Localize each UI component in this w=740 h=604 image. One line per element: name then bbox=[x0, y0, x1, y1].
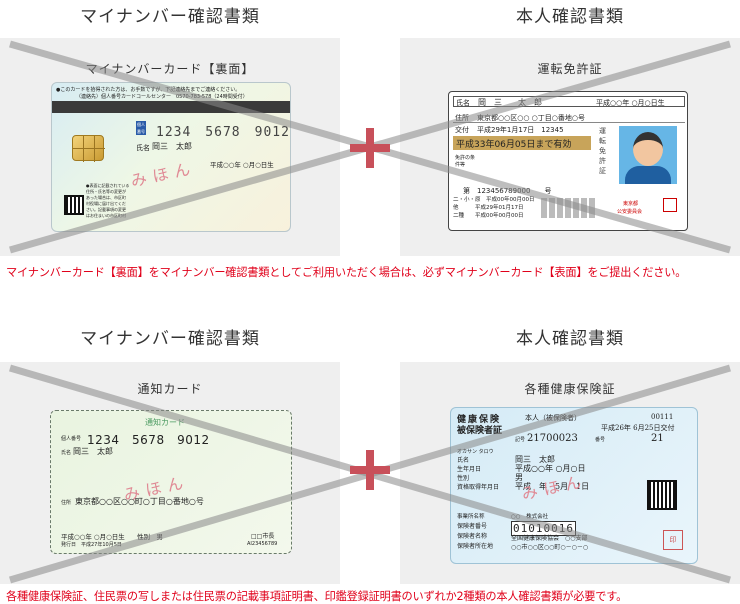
license-authority-1: 東京都 bbox=[623, 201, 639, 207]
card-back-text: ●表面に記載されている 住所・氏名等の変更が あった場合は、市区町 村役場に届け… bbox=[86, 183, 130, 218]
section1-note: マイナンバーカード【裏面】をマイナンバー確認書類としてご利用いただく場合は、必ず… bbox=[6, 266, 687, 279]
ins-qr-code-icon bbox=[647, 480, 677, 510]
name-label: 氏名 bbox=[136, 144, 150, 152]
license-issue-label: 交付 bbox=[455, 126, 469, 134]
section1-right-heading: 本人確認書類 bbox=[516, 7, 624, 27]
license-boxes bbox=[541, 198, 597, 218]
ins-number: 21 bbox=[651, 433, 664, 444]
qr-code-icon bbox=[64, 195, 84, 215]
ins-number-label: 番号 bbox=[595, 437, 606, 443]
notif-address: 東京都○○区○○町○丁目○番地○号 bbox=[75, 497, 204, 506]
mihon-watermark: みほん bbox=[129, 158, 198, 191]
license-name-row: 氏名 岡 三 太 郎 平成○○年 ○月○日生 bbox=[453, 96, 685, 107]
ins-insurer-addr: ○○市○○区○○町○－○－○ bbox=[511, 544, 589, 551]
seal-stamp-icon bbox=[663, 198, 677, 212]
section1-plus-icon bbox=[350, 128, 390, 168]
ins-symbol: 21700023 bbox=[527, 433, 578, 444]
license-photo bbox=[619, 126, 677, 184]
license-number: 123456789000 号 bbox=[477, 187, 552, 195]
kojin-label-badge: 個人番号 bbox=[136, 121, 146, 135]
section2-right-heading: 本人確認書類 bbox=[516, 329, 624, 349]
card-notice-2: （連絡先）個人番号カードコールセンター 0570-783-578（24時間受付） bbox=[76, 94, 248, 100]
notification-card: 通知カード 個人番号 1234 5678 9012 氏名 岡三 太郎 みほん 住… bbox=[50, 410, 292, 554]
license-authority-2: 公安委員会 bbox=[617, 209, 643, 215]
ins-employer: ○○ 株式会社 bbox=[511, 514, 549, 520]
card-dob: 平成○○年 ○月○日生 bbox=[210, 161, 274, 169]
license-number-prefix: 第 bbox=[463, 187, 470, 195]
license-expiry: 平成33年06月05日まで有効 bbox=[456, 140, 572, 150]
notif-serial: AI23456789 bbox=[247, 541, 278, 547]
license-expiry-band: 平成33年06月05日まで有効 bbox=[453, 136, 591, 150]
license-issue: 平成29年1月17日 12345 bbox=[477, 126, 564, 134]
face-icon bbox=[633, 132, 663, 166]
insurance-card-panel: 各種健康保険証 健康保険 被保険者証 本人（被保険者） 00111 平成26年 … bbox=[400, 362, 740, 584]
ins-employer-label: 事業所名称 bbox=[457, 514, 485, 520]
insurance-card-title: 各種健康保険証 bbox=[524, 382, 616, 396]
notif-address-label: 住所 bbox=[61, 500, 72, 506]
notification-card-panel: 通知カード 通知カード 個人番号 1234 5678 9012 氏名 岡三 太郎… bbox=[0, 362, 340, 584]
license-address-label: 住所 bbox=[455, 114, 469, 122]
license-name: 岡 三 太 郎 bbox=[478, 98, 542, 107]
ins-field-labels: 氏名 生年月日 性別 資格取得年月日 bbox=[457, 457, 500, 491]
license-address: 東京都○○区○○ ○丁目○番地○号 bbox=[477, 114, 585, 122]
section1-left-heading: マイナンバー確認書類 bbox=[80, 7, 260, 27]
notif-name-label: 氏名 bbox=[61, 450, 72, 456]
drivers-license: 氏名 岡 三 太 郎 平成○○年 ○月○日生 住所 東京都○○区○○ ○丁目○番… bbox=[448, 91, 688, 231]
section2-note: 各種健康保険証、住民票の写しまたは住民票の記載事項証明書、印鑑登録証明書のいずれ… bbox=[6, 590, 628, 603]
ins-insurer-name: 全国健康保険協会 ○○支部 bbox=[511, 535, 588, 542]
card-notice-1: ●このカードを拾得された方は、お手数ですが、下記連絡先までご連絡ください。 bbox=[56, 87, 241, 93]
notification-card-title: 通知カード bbox=[137, 382, 203, 396]
mynumber-card-panel: マイナンバーカード【裏面】 ●このカードを拾得された方は、お手数ですが、下記連絡… bbox=[0, 38, 340, 256]
license-panel: 運転免許証 氏名 岡 三 太 郎 平成○○年 ○月○日生 住所 東京都○○区○○… bbox=[400, 38, 740, 256]
ins-office-no: 00111 bbox=[651, 413, 674, 421]
notif-issuer: □□市長 bbox=[251, 533, 275, 540]
notif-kojin-label: 個人番号 bbox=[61, 436, 82, 442]
notification-card-header: 通知カード bbox=[145, 418, 185, 427]
section2-plus-icon bbox=[350, 450, 390, 490]
ins-holder: 本人（被保険者） bbox=[525, 414, 581, 422]
magnetic-strip bbox=[52, 101, 290, 113]
ins-kana: オカサン タロウ bbox=[457, 449, 494, 455]
shirt-icon bbox=[625, 166, 671, 184]
license-vertical-label: 運転免許証 bbox=[599, 127, 606, 175]
notif-name: 岡三 太郎 bbox=[73, 447, 113, 456]
notif-dob: 平成○○年 ○月○日生 bbox=[61, 533, 125, 541]
license-address-row: 住所 東京都○○区○○ ○丁目○番地○号 bbox=[453, 112, 685, 123]
card-holder-name: 岡三 太郎 bbox=[152, 142, 192, 151]
notif-issue-date: 平成27年10月5日 bbox=[81, 542, 122, 548]
license-title: 運転免許証 bbox=[537, 62, 603, 76]
ins-issued: 平成26年 6月25日交付 bbox=[601, 424, 675, 432]
mynumber-card-title: マイナンバーカード【裏面】 bbox=[85, 62, 255, 76]
section2-left-heading: マイナンバー確認書類 bbox=[80, 329, 260, 349]
ins-symbol-label: 記号 bbox=[515, 437, 526, 443]
license-name-label: 氏名 bbox=[456, 99, 470, 107]
mynumber-card-back: ●このカードを拾得された方は、お手数ですが、下記連絡先までご連絡ください。 （連… bbox=[51, 82, 291, 232]
notif-gender: 性別 男 bbox=[137, 533, 163, 541]
license-dob: 平成○○年 ○月○日生 bbox=[596, 99, 665, 107]
ic-chip-icon bbox=[72, 135, 105, 162]
card-number: 1234 5678 9012 bbox=[156, 125, 290, 140]
insurance-card: 健康保険 被保険者証 本人（被保険者） 00111 平成26年 6月25日交付 … bbox=[450, 407, 698, 564]
ins-stamp: 印 bbox=[663, 530, 683, 550]
notif-issue-date-label: 発行日 bbox=[61, 542, 77, 548]
ins-insurer-labels: 保険者番号 保険者名称 保険者所在地 bbox=[457, 523, 494, 550]
ins-title-2: 被保険者証 bbox=[457, 426, 503, 436]
license-conditions-label: 免許の条件等 bbox=[455, 155, 476, 168]
